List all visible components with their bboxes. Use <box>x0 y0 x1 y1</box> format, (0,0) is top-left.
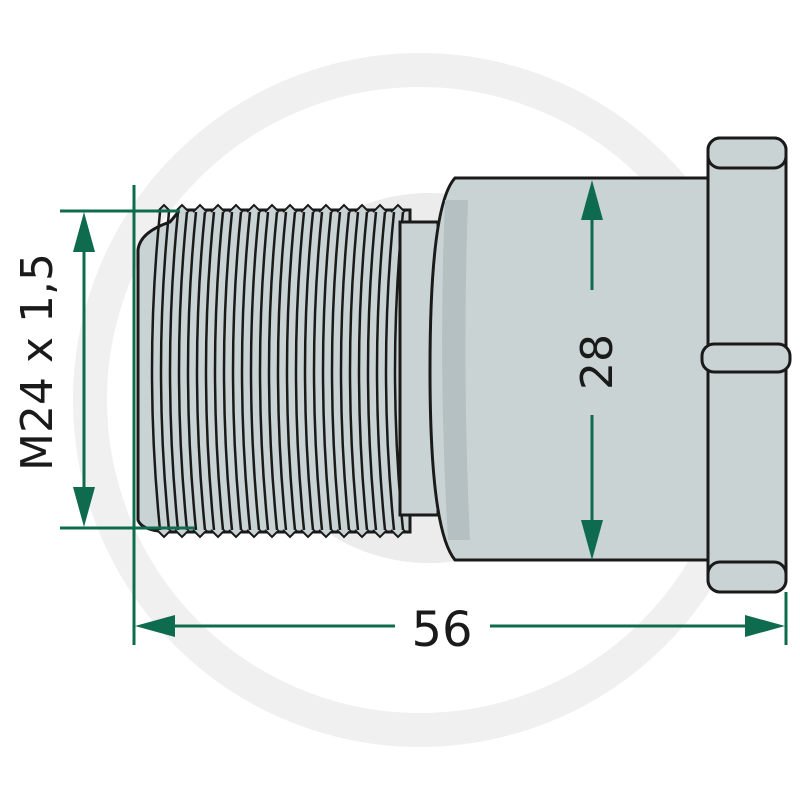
arrowhead-right <box>745 615 785 637</box>
thread-crest <box>390 203 406 539</box>
thread-ridge <box>330 211 351 531</box>
arrowhead-down <box>73 487 95 527</box>
diameter-dimension <box>581 180 603 560</box>
thread-crest <box>300 203 316 539</box>
diameter-dimension-label: 28 <box>572 334 623 390</box>
thread-ridge <box>294 211 315 531</box>
thread-ridge <box>222 211 243 531</box>
thread-ridge <box>204 211 225 531</box>
thread-crest <box>246 203 262 539</box>
thread-ridge <box>258 211 279 531</box>
thread-crest <box>210 203 226 539</box>
arrowhead-up <box>73 212 95 252</box>
fitting-body <box>428 176 712 562</box>
thread-crest <box>192 203 208 539</box>
arrowhead-left <box>135 615 175 637</box>
thread-crest <box>372 203 388 539</box>
body-shadow <box>442 200 470 540</box>
thread-ridge <box>150 211 171 531</box>
thread-ridge <box>348 211 369 531</box>
arrowhead-up <box>581 180 603 220</box>
thread-ridge <box>276 211 297 531</box>
thread-ridge <box>366 211 387 531</box>
thread-crest <box>282 203 298 539</box>
thread-dimension-label: M24 x 1,5 <box>12 253 63 471</box>
arrowhead-down <box>581 520 603 560</box>
thread-ridge <box>312 211 333 531</box>
thread-crest <box>354 203 370 539</box>
length-dimension-label: 56 <box>411 602 472 658</box>
thread-crest <box>228 203 244 539</box>
threaded-section <box>136 203 412 539</box>
thread-ridge <box>240 211 261 531</box>
thread-crest <box>336 203 352 539</box>
length-dimension <box>132 185 788 645</box>
hex-nut <box>700 136 792 594</box>
thread-dimension <box>60 209 195 530</box>
thread-ridge <box>186 211 207 531</box>
thread-ridge <box>168 211 189 531</box>
thread-crest <box>264 203 280 539</box>
thread-crest <box>318 203 334 539</box>
